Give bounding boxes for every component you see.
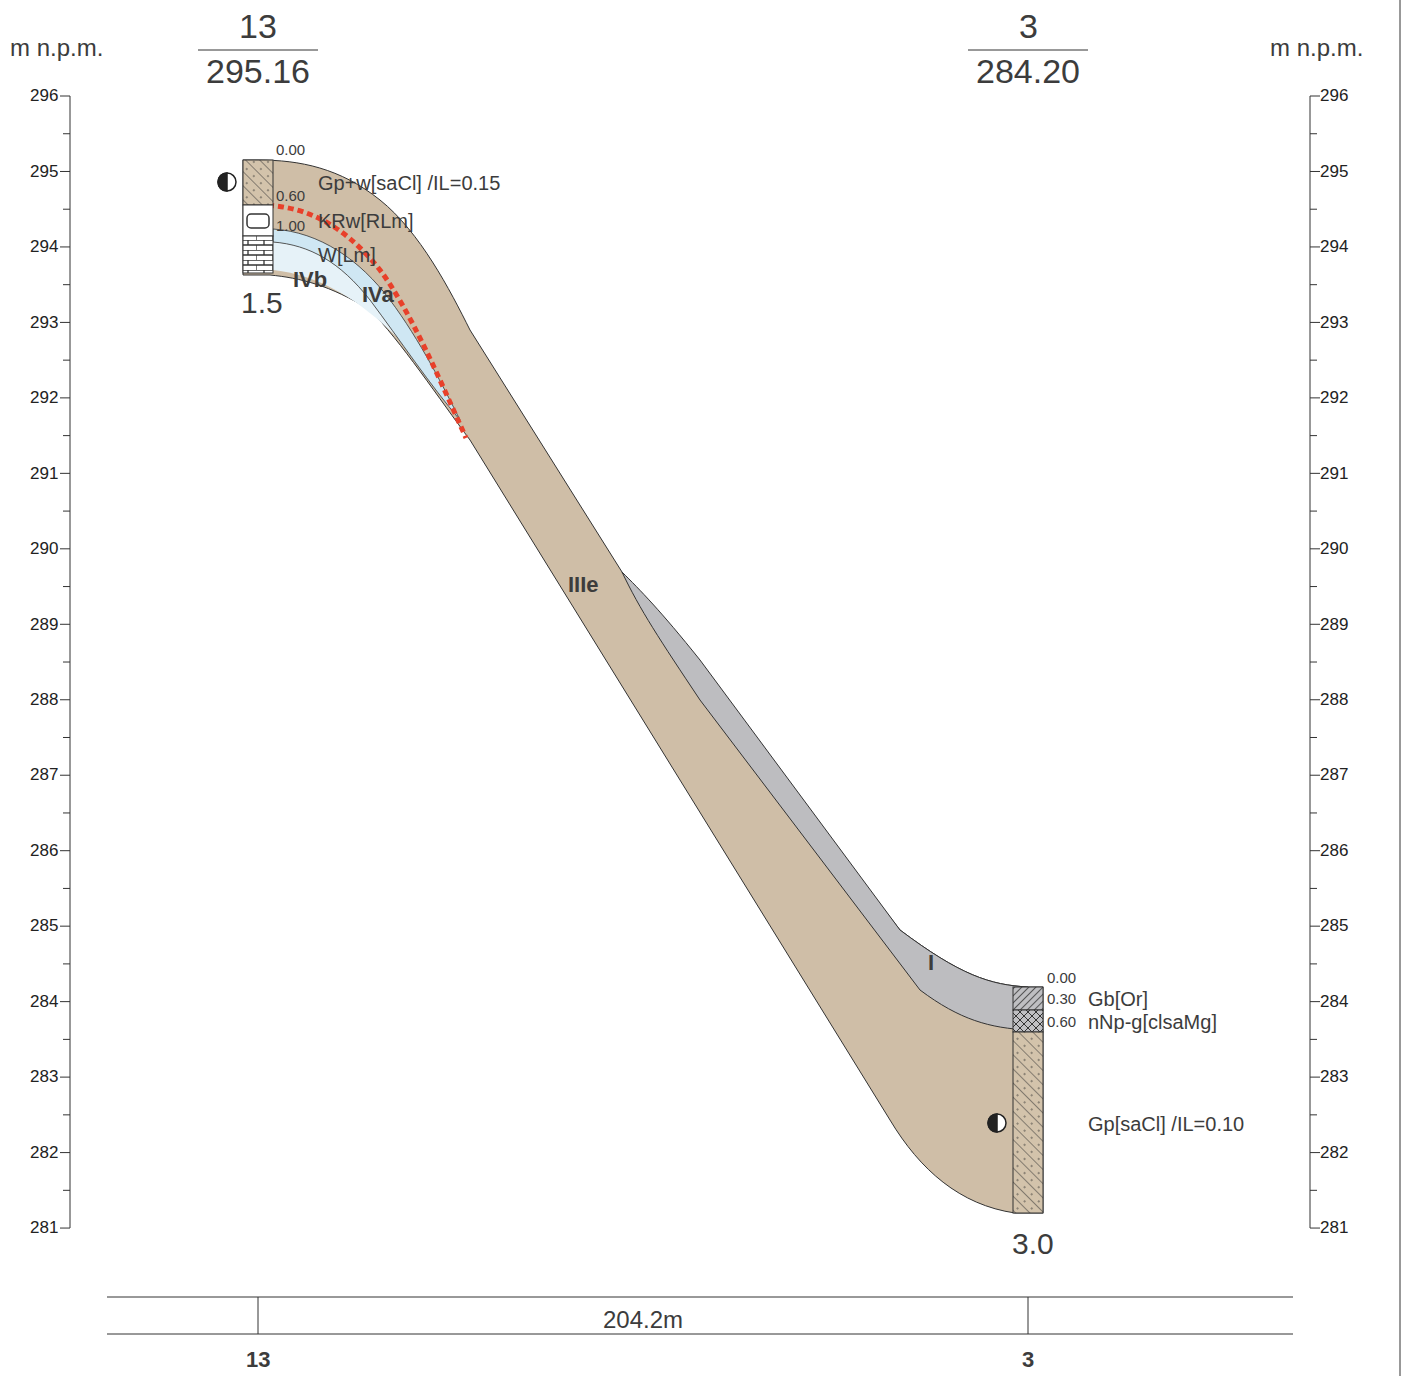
unit-label: m n.p.m. [10,34,103,62]
axis-value: 287 [30,765,58,785]
soil-code: nNp-g[clsaMg] [1088,1011,1217,1034]
borehole-number: 13 [239,7,277,46]
axis-value: 294 [1320,237,1348,257]
axis-value: 292 [1320,388,1348,408]
axis-value: 293 [30,313,58,333]
axis-value: 295 [30,162,58,182]
soil-code: Gb[Or] [1088,988,1148,1011]
axis-value: 285 [30,916,58,936]
borehole-number: 3 [1022,1347,1034,1372]
axis-value: 291 [1320,464,1348,484]
axis-value: 291 [30,464,58,484]
axis-value: 290 [1320,539,1348,559]
depth-value: 0.00 [276,141,305,158]
axis-value: 296 [30,86,58,106]
depth-value: 0.30 [1047,990,1076,1007]
soil-code: Gp+w[saCl] /IL=0.15 [318,172,500,195]
depth-value: 0.00 [1047,969,1076,986]
layer-label: IVb [293,267,327,292]
soil-code: KRw[RLm] [318,210,414,233]
axis-value: 287 [1320,765,1348,785]
axis-value: 282 [1320,1143,1348,1163]
axis-value: 284 [30,992,58,1012]
axis-value: 290 [30,539,58,559]
distance-label: 204.2m [603,1306,683,1334]
layer-label: IIIe [568,572,599,597]
unit-label: m n.p.m. [1270,34,1363,62]
axis-value: 296 [1320,86,1348,106]
axis-value: 285 [1320,916,1348,936]
borehole-depth: 1.5 [241,286,283,321]
axis-value: 286 [30,841,58,861]
axis-value: 289 [1320,615,1348,635]
soil-code: Gp[saCl] /IL=0.10 [1088,1113,1244,1136]
axis-value: 292 [30,388,58,408]
axis-value: 288 [1320,690,1348,710]
axis-value: 281 [30,1218,58,1238]
borehole-elevation: 295.16 [206,52,310,91]
axis-value: 284 [1320,992,1348,1012]
borehole-elevation: 284.20 [976,52,1080,91]
borehole-number: 3 [1019,7,1038,46]
axis-value: 282 [30,1143,58,1163]
axis-value: 283 [1320,1067,1348,1087]
soil-code: W[Lm] [318,244,376,267]
depth-value: 0.60 [276,187,305,204]
axis-value: 286 [1320,841,1348,861]
depth-value: 1.00 [276,217,305,234]
axis-value: 289 [30,615,58,635]
depth-value: 0.60 [1047,1013,1076,1030]
layer-label: I [928,950,934,975]
borehole-number: 13 [246,1347,270,1372]
axis-value: 283 [30,1067,58,1087]
axis-value: 295 [1320,162,1348,182]
axis-value: 293 [1320,313,1348,333]
borehole-depth: 3.0 [1012,1227,1054,1262]
layer-label: IVa [362,282,394,307]
axis-value: 294 [30,237,58,257]
axis-value: 288 [30,690,58,710]
axis-value: 281 [1320,1218,1348,1238]
